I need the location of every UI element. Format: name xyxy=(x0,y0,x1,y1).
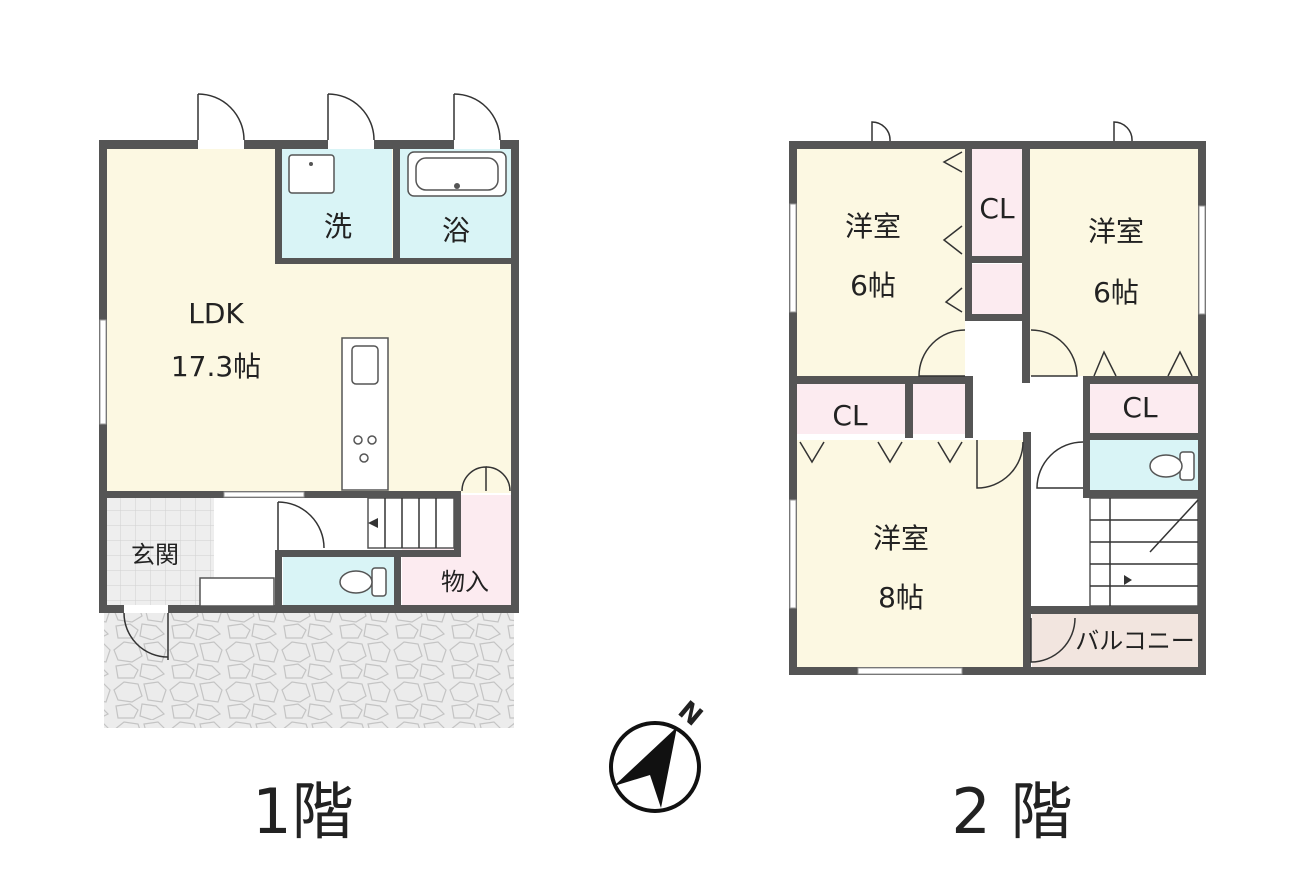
room-size-ldk: 17.3帖 xyxy=(171,350,261,383)
wall xyxy=(275,146,282,264)
wall xyxy=(275,550,282,610)
window xyxy=(789,499,797,609)
storage-door-swing xyxy=(461,466,511,492)
closet-left-small-area xyxy=(913,384,965,434)
room-size-western-nw: 6帖 xyxy=(850,269,896,302)
exterior-paving xyxy=(104,612,514,728)
western-room-s-area xyxy=(795,440,1023,668)
room-size-western-s: 8帖 xyxy=(878,581,924,614)
closet-door-mark xyxy=(942,151,963,313)
room-label-closet-right: CL xyxy=(1122,391,1158,424)
wall xyxy=(1083,376,1198,384)
wall xyxy=(789,141,797,675)
window xyxy=(789,203,797,313)
door-swing xyxy=(918,329,966,377)
window xyxy=(99,319,107,425)
room-label-western-ne: 洋室 xyxy=(1088,215,1144,248)
staircase-icon xyxy=(1089,497,1199,607)
wash-basin-icon xyxy=(288,154,335,194)
wall xyxy=(275,258,515,264)
room-label-wash: 洗 xyxy=(324,210,352,243)
wall xyxy=(789,376,969,384)
room-label-balcony: バルコニー xyxy=(1075,627,1195,655)
door-swing xyxy=(1030,329,1078,377)
north-arrow-icon: N xyxy=(609,696,708,813)
wall xyxy=(275,550,461,557)
wall xyxy=(965,314,1030,321)
room-label-closet-top: CL xyxy=(979,192,1015,225)
wall xyxy=(965,256,1030,263)
wall xyxy=(511,140,519,612)
balcony-area xyxy=(1032,614,1198,668)
closet-top-lower-area xyxy=(972,264,1022,314)
closet-left-area xyxy=(795,384,905,434)
floor-1-title: 1階 xyxy=(252,775,353,848)
wall xyxy=(1083,433,1198,440)
western-room-ne-area xyxy=(1030,148,1198,376)
shoe-cabinet-icon xyxy=(199,577,275,607)
door-swing xyxy=(277,501,325,550)
room-label-closet-left: CL xyxy=(832,399,868,432)
wall xyxy=(1023,432,1031,672)
wall xyxy=(1083,490,1198,498)
kitchen-counter-icon xyxy=(341,337,389,491)
wall xyxy=(965,376,973,438)
door-swing xyxy=(871,121,891,142)
door-swing xyxy=(197,93,245,149)
room-label-western-nw: 洋室 xyxy=(845,210,901,243)
wall xyxy=(393,146,400,264)
door-swing xyxy=(453,93,501,149)
wall xyxy=(905,376,913,438)
wall xyxy=(1030,606,1198,614)
western-room-nw-area xyxy=(795,148,965,376)
door-swing xyxy=(1036,441,1084,489)
toilet-icon xyxy=(1149,451,1195,481)
door-swing xyxy=(1113,121,1133,142)
wall xyxy=(965,141,972,321)
floor-2-title: 2 階 xyxy=(951,775,1072,848)
wall xyxy=(789,141,1206,149)
closet-door-mark xyxy=(799,441,963,464)
room-label-western-s: 洋室 xyxy=(873,522,929,555)
wall xyxy=(394,550,401,610)
floor-2-plan: 洋室 6帖 洋室 6帖 洋室 8帖 CL CL CL バルコニー 2 階 xyxy=(789,121,1206,848)
toilet-icon xyxy=(339,567,387,597)
wall xyxy=(99,605,519,613)
door-swing xyxy=(976,440,1024,489)
room-label-entrance: 玄関 xyxy=(131,541,179,569)
wall xyxy=(454,491,461,557)
closet-door-mark xyxy=(1093,350,1193,377)
room-size-western-ne: 6帖 xyxy=(1093,276,1139,309)
door-swing xyxy=(1030,617,1076,663)
bathtub-icon xyxy=(407,151,507,197)
entrance-area xyxy=(106,497,214,607)
wall xyxy=(99,140,519,149)
wall xyxy=(1198,141,1206,675)
wall xyxy=(789,667,1206,675)
door-swing xyxy=(327,93,375,149)
window xyxy=(857,667,963,675)
floor-1-plan: LDK 17.3帖 洗 浴 玄関 物入 1階 xyxy=(99,93,519,848)
room-label-storage: 物入 xyxy=(441,568,489,596)
window xyxy=(1198,205,1206,315)
closet-top-area xyxy=(972,148,1022,256)
room-label-ldk: LDK xyxy=(188,297,244,330)
closet-right-area xyxy=(1090,384,1198,434)
room-label-bath: 浴 xyxy=(442,214,470,247)
staircase-icon xyxy=(367,497,455,549)
window xyxy=(223,491,305,498)
entrance-door-swing xyxy=(123,605,169,660)
